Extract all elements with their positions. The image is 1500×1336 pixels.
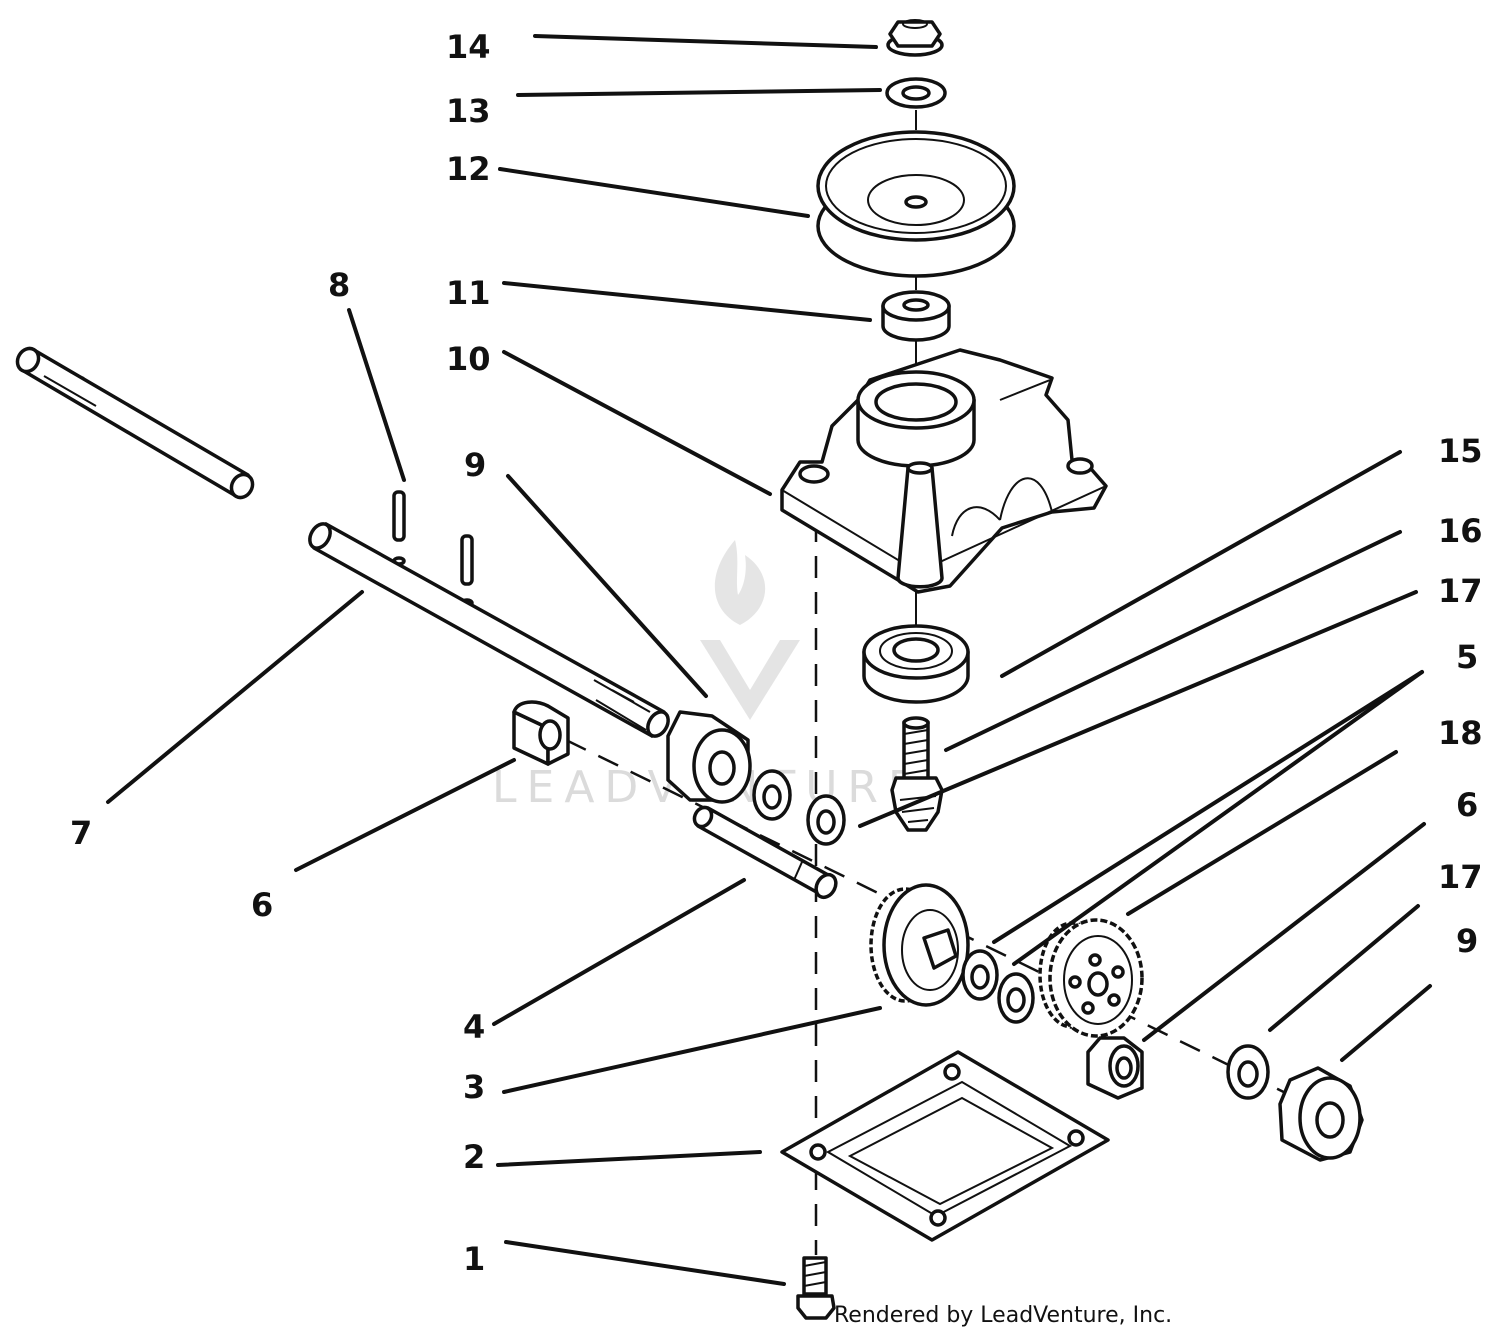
axle-shaft (308, 522, 670, 738)
washer-13 (885, 77, 947, 109)
callout-18: 18 (1438, 714, 1483, 752)
callout-1: 1 (463, 1240, 485, 1278)
callout-10: 10 (446, 340, 491, 378)
callout-7: 7 (70, 814, 92, 852)
callout-8: 8 (328, 266, 350, 304)
leader-lines (106, 34, 1432, 1286)
callout-17-lower: 17 (1438, 858, 1483, 896)
bearing (862, 624, 970, 704)
callout-9-right: 9 (1456, 922, 1478, 960)
worm-gear (869, 883, 970, 1007)
callout-15: 15 (1438, 432, 1483, 470)
callout-labels: 14 13 12 11 10 8 9 7 6 4 3 2 1 15 16 17 … (70, 28, 1483, 1278)
bushing-9-right (1278, 1066, 1364, 1162)
callout-4: 4 (463, 1008, 485, 1046)
washer-17-right (1226, 1044, 1270, 1100)
callout-5: 5 (1456, 638, 1478, 676)
washer-right-1 (961, 949, 999, 1001)
gear-case-cover (780, 348, 1108, 594)
callout-6-right: 6 (1456, 786, 1478, 824)
callout-16: 16 (1438, 512, 1483, 550)
bushing-9-left (666, 710, 752, 804)
flange-nut (886, 19, 944, 57)
callout-12: 12 (446, 150, 491, 188)
callout-2: 2 (463, 1138, 485, 1176)
bolt (796, 1256, 836, 1320)
spur-gear (1038, 918, 1144, 1038)
roll-pin-8b (460, 534, 474, 608)
callout-6-left: 6 (251, 886, 273, 924)
washer-17-left (806, 794, 846, 846)
pulley (816, 130, 1016, 278)
shaft-sleeve (692, 805, 838, 900)
bushing-6-left (512, 700, 570, 766)
roll-pin-8a (392, 490, 406, 566)
callout-11: 11 (446, 274, 491, 312)
washer-left-1 (752, 769, 792, 821)
render-credit: Rendered by LeadVenture, Inc. (834, 1303, 1172, 1328)
gasket-plate (780, 1050, 1110, 1242)
callout-9-left: 9 (464, 446, 486, 484)
callout-14: 14 (446, 28, 491, 66)
callout-13: 13 (446, 92, 491, 130)
washer-right-2 (997, 972, 1035, 1024)
callout-3: 3 (463, 1068, 485, 1106)
callout-17-upper: 17 (1438, 572, 1483, 610)
bushing-6-right (1086, 1036, 1144, 1100)
spacer (881, 290, 951, 342)
drive-shaft-upper (15, 346, 255, 500)
worm-shaft (890, 716, 944, 832)
